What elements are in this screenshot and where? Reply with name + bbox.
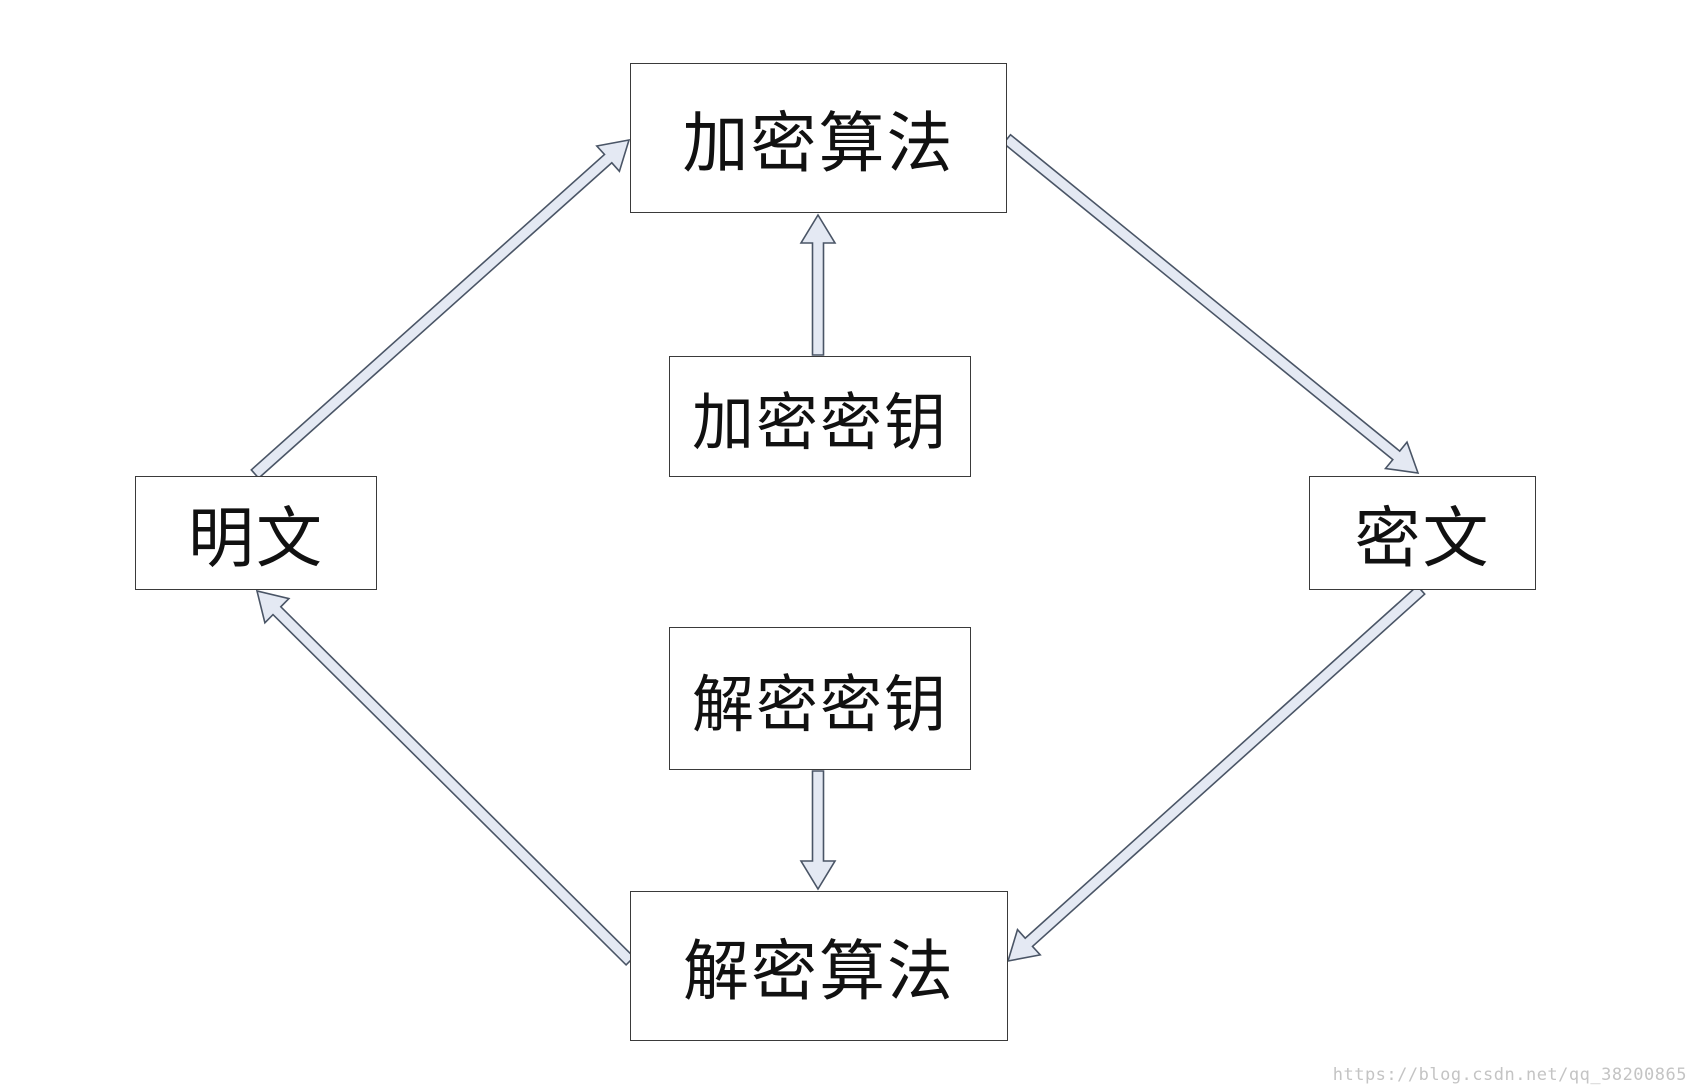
watermark: https://blog.csdn.net/qq_38200865 bbox=[1332, 1065, 1687, 1085]
node-decrypt-key: 解密密钥 bbox=[669, 627, 971, 770]
node-decrypt-algorithm: 解密算法 bbox=[630, 891, 1008, 1041]
arrow-decrypt-key-to-decrypt-algorithm bbox=[799, 770, 837, 891]
node-plaintext: 明文 bbox=[135, 476, 377, 590]
node-encrypt-key-label: 加密密钥 bbox=[691, 385, 948, 459]
node-plaintext-label: 明文 bbox=[188, 500, 324, 577]
arrow-encrypt-key-to-encrypt-algorithm bbox=[799, 213, 837, 356]
node-encrypt-key: 加密密钥 bbox=[669, 356, 971, 477]
node-encrypt-algorithm-label: 加密算法 bbox=[682, 105, 955, 182]
node-decrypt-key-label: 解密密钥 bbox=[691, 667, 948, 741]
arrow-encrypt-algorithm-to-ciphertext bbox=[1002, 133, 1420, 474]
arrow-decrypt-algorithm-to-plaintext bbox=[255, 589, 636, 967]
node-decrypt-algorithm-label: 解密算法 bbox=[683, 933, 955, 1010]
node-ciphertext: 密文 bbox=[1309, 476, 1536, 590]
arrow-ciphertext-to-decrypt-algorithm bbox=[1006, 584, 1426, 963]
node-ciphertext-label: 密文 bbox=[1354, 500, 1491, 577]
arrow-plaintext-to-encrypt-algorithm bbox=[250, 138, 631, 480]
node-encrypt-algorithm: 加密算法 bbox=[630, 63, 1007, 213]
